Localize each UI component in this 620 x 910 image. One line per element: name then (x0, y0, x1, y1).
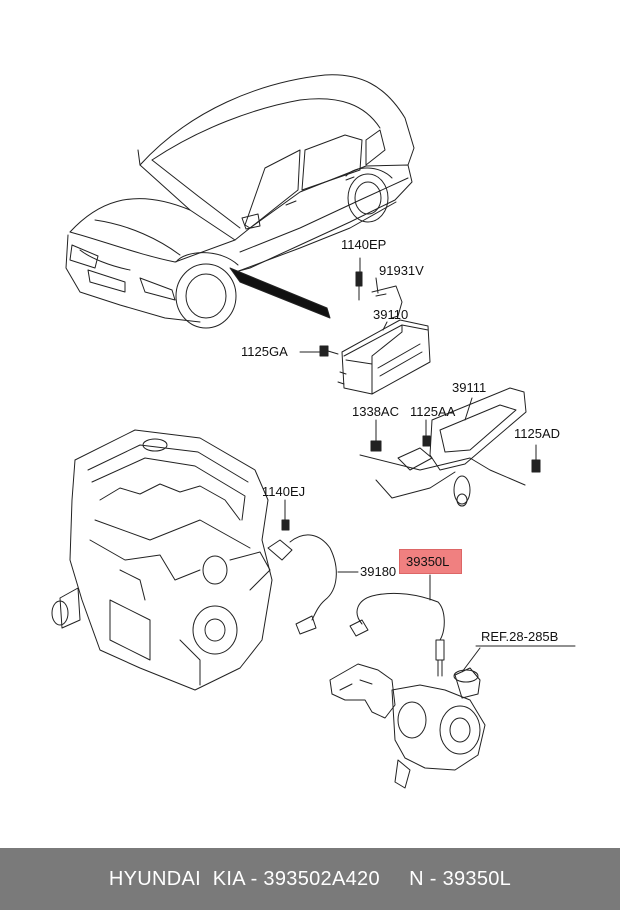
label-1140ep: 1140EP (341, 237, 387, 252)
ecu-illustration (319, 271, 431, 395)
label-1125ga: 1125GA (241, 344, 288, 359)
label-91931v: 91931V (379, 263, 424, 278)
car-illustration (65, 74, 415, 329)
oxygen-sensor-39350l-illustration (349, 592, 445, 677)
label-1125aa: 1125AA (410, 404, 456, 419)
label-39111: 39111 (452, 380, 487, 395)
footer-bar: HYUNDAI KIA - 393502A420 N - 39350L (0, 848, 620, 910)
oxygen-sensor-39180-illustration (267, 534, 337, 635)
label-39110: 39110 (373, 307, 409, 322)
parts-diagram (51, 74, 576, 789)
footer-part-number: HYUNDAI KIA - 393502A420 N - 39350L (108, 868, 512, 890)
label-1140ej: 1140EJ (262, 484, 306, 499)
turbocharger-illustration (329, 663, 486, 789)
label-1125ad: 1125AD (514, 426, 561, 441)
engine-illustration (51, 429, 290, 691)
label-39180: 39180 (360, 564, 397, 579)
leader-lines (284, 257, 576, 673)
label-ref-28-285b: REF.28-285B (481, 629, 559, 644)
highlight-box (399, 549, 462, 574)
label-1338ac: 1338AC (352, 404, 399, 419)
label-39350l: 39350L (406, 554, 450, 569)
bracket-illustration (359, 387, 541, 507)
